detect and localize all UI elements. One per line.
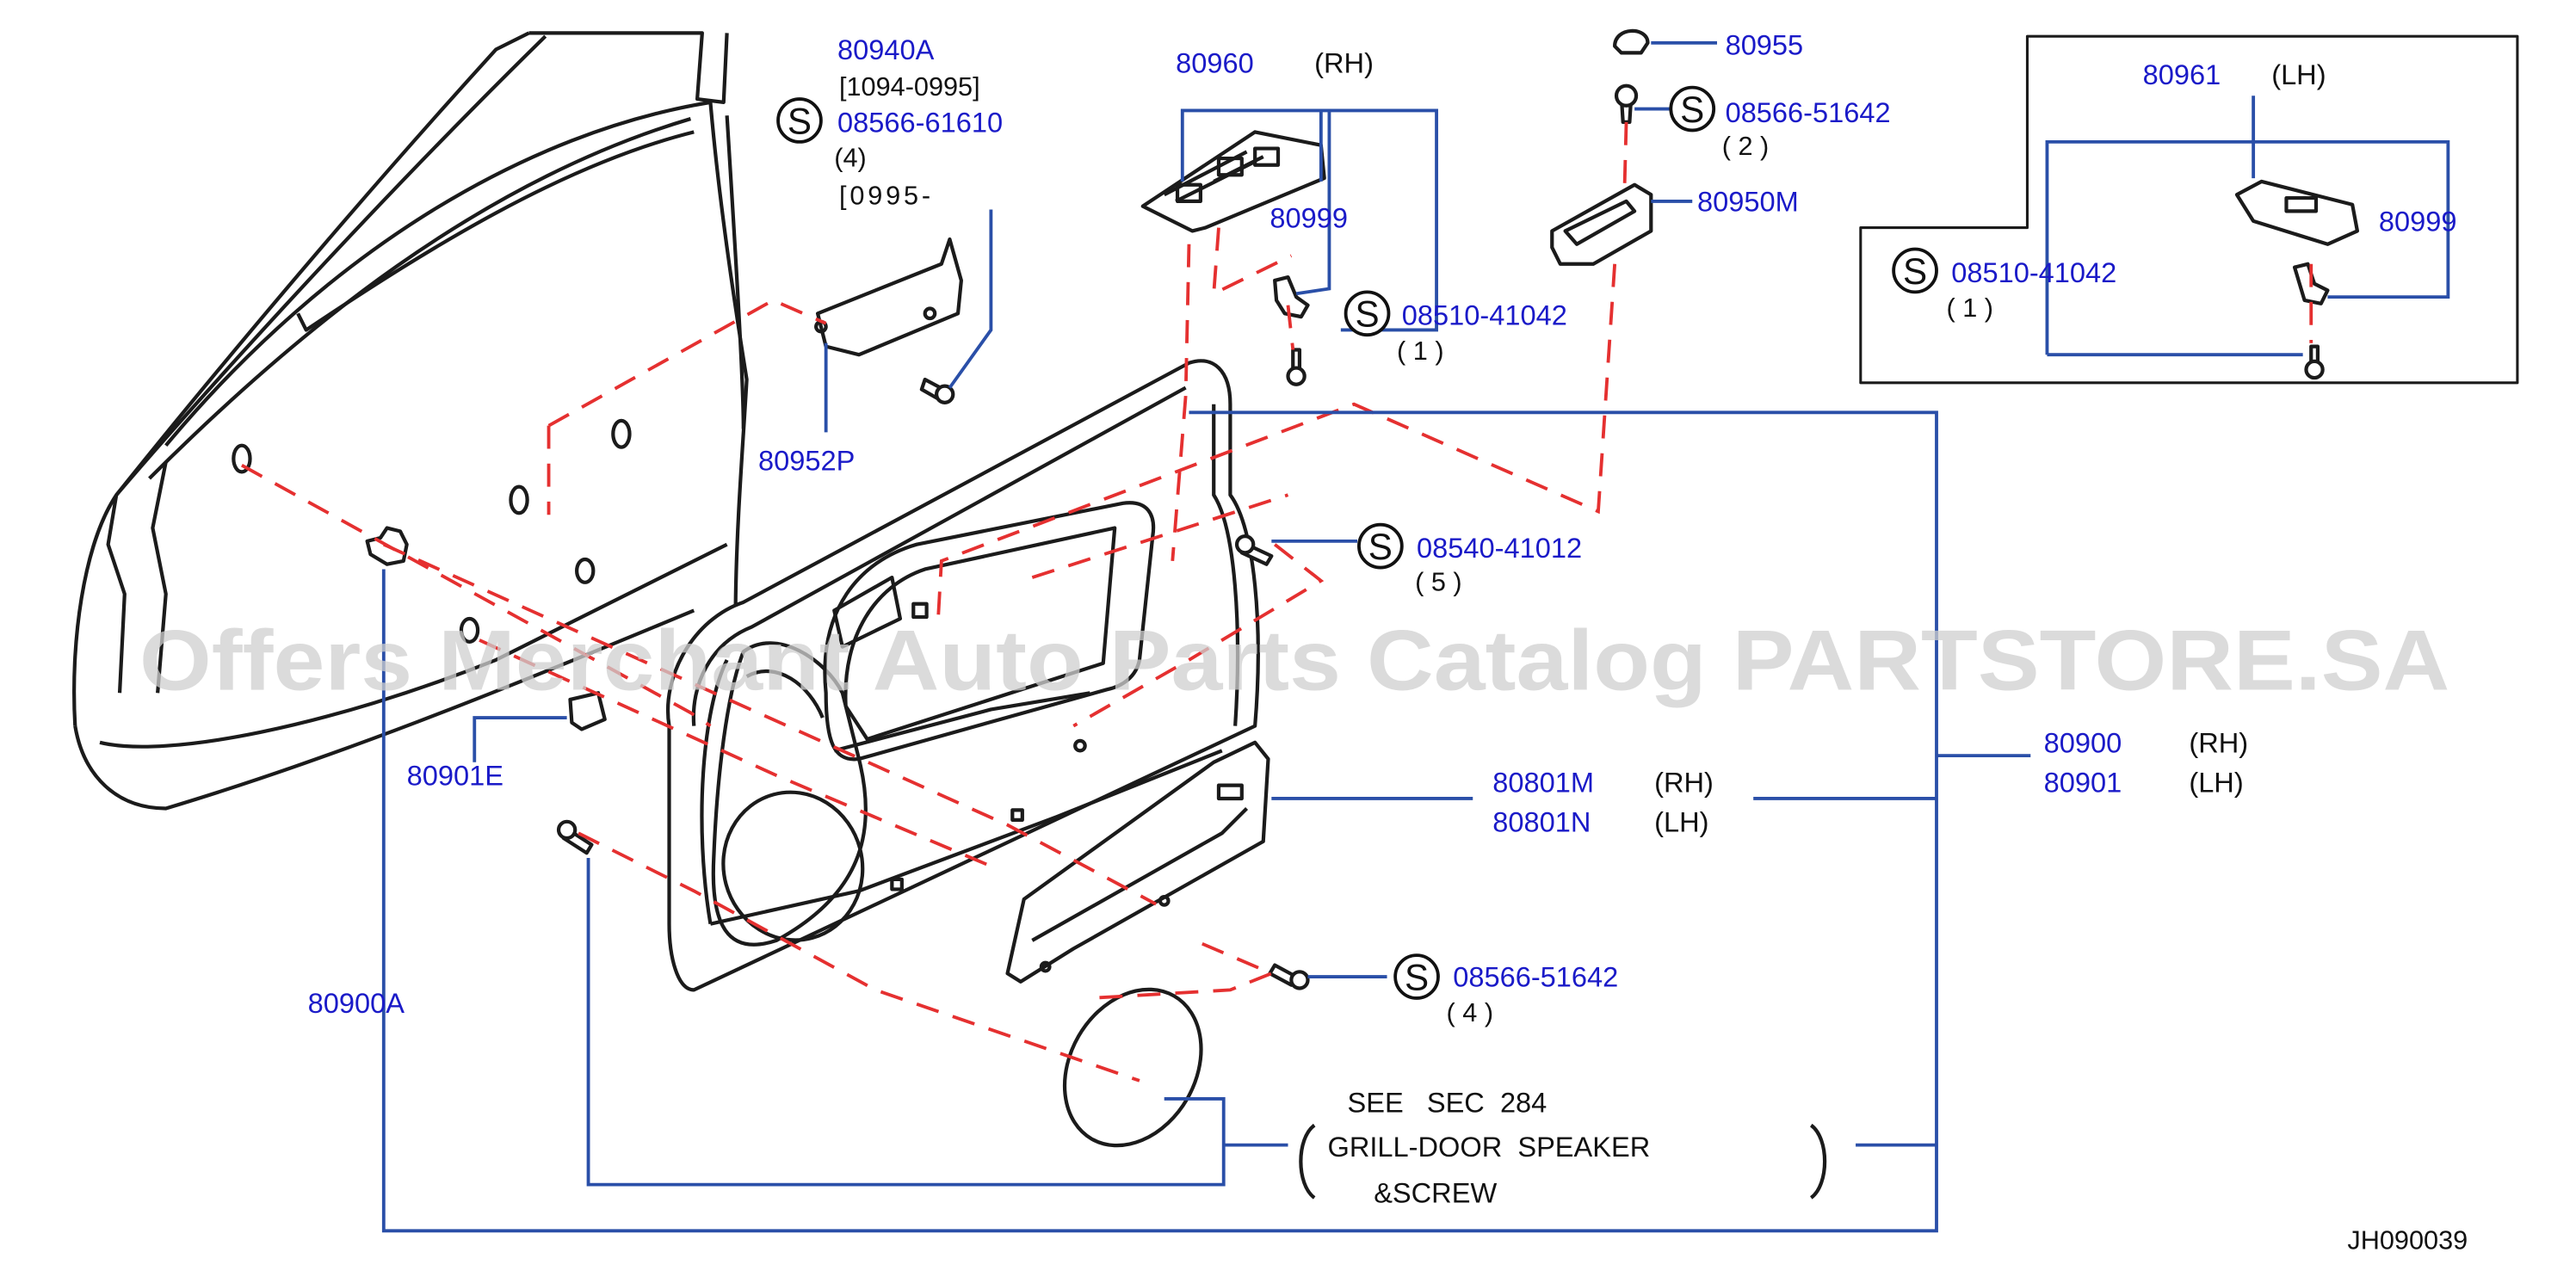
screw-icon: [1614, 83, 1639, 124]
label-80900[interactable]: 80900: [2044, 726, 2122, 758]
label-80960-side: (RH): [1314, 46, 1374, 78]
label-08540-41012-qty: ( 5 ): [1415, 567, 1462, 596]
watermark-text: Offers Merchant Auto Parts Catalog PARTS…: [139, 613, 2449, 708]
label-80940A-range: [1094-0995]: [839, 72, 980, 102]
diagram-id: JH090039: [2347, 1225, 2468, 1255]
armrest-pocket-drawing: [1005, 740, 1270, 984]
screw-icon: [2304, 344, 2325, 380]
label-08510-41042-rh-qty: ( 1 ): [1397, 336, 1444, 366]
label-80901-side: (LH): [2189, 766, 2243, 798]
label-80801N[interactable]: 80801N: [1492, 805, 1591, 837]
see-section-line1: SEE SEC 284: [1348, 1086, 1547, 1118]
label-08540-41012[interactable]: 08540-41012: [1417, 532, 1582, 564]
label-80801M[interactable]: 80801M: [1492, 766, 1594, 798]
s-symbol-08566-51642-bot: S: [1393, 953, 1440, 1000]
label-80901E[interactable]: 80901E: [407, 760, 503, 792]
screw-icon: [1286, 348, 1307, 386]
screw-icon: [1268, 963, 1310, 990]
bracket-drawing: [814, 237, 963, 357]
label-08566-61610-range: [0995-: [839, 182, 934, 211]
clip-80901e-drawing: [568, 691, 607, 731]
label-08566-51642-top[interactable]: 08566-51642: [1726, 96, 1891, 128]
screw-icon: [1234, 534, 1274, 566]
label-80999-lh[interactable]: 80999: [2379, 205, 2457, 237]
screw-icon: [556, 819, 594, 855]
screw-symbol-markers: S S S S S S: [776, 85, 1938, 1000]
label-80999-rh[interactable]: 80999: [1269, 202, 1348, 234]
label-80801N-side: (LH): [1654, 805, 1708, 837]
s-symbol-08510-41042-lh: S: [1892, 247, 1938, 294]
label-80940A[interactable]: 80940A: [837, 34, 935, 65]
label-80950M[interactable]: 80950M: [1697, 185, 1799, 217]
door-trim-panel-drawing: [666, 359, 1260, 992]
s-symbol-08566-61610: S: [776, 97, 823, 144]
screw-icons: [556, 83, 2325, 990]
s-symbol-08540-41012: S: [1357, 522, 1404, 570]
svg-text:S: S: [1680, 89, 1704, 130]
label-80961-side: (LH): [2271, 59, 2326, 90]
label-08510-41042-rh[interactable]: 08510-41042: [1402, 299, 1567, 331]
s-symbol-08566-51642-top: S: [1669, 85, 1716, 133]
label-80955[interactable]: 80955: [1726, 28, 1804, 60]
see-section-line3: &SCREW: [1374, 1177, 1497, 1209]
label-08566-61610-qty: (4): [834, 144, 866, 173]
svg-text:S: S: [1405, 957, 1429, 997]
callout-labels: 80940A [1094-0995] 08566-61610 (4) [0995…: [308, 28, 2468, 1255]
switch-bezel-drawing: [1550, 182, 1653, 266]
leader-lines: [381, 40, 2450, 1233]
label-80801M-side: (RH): [1654, 766, 1714, 798]
svg-text:S: S: [1355, 294, 1379, 335]
svg-text:S: S: [788, 101, 812, 141]
label-08566-61610[interactable]: 08566-61610: [837, 106, 1003, 138]
see-section-line2: GRILL-DOOR SPEAKER: [1328, 1131, 1651, 1163]
speaker-grille-drawing: [1062, 987, 1203, 1148]
label-08510-41042-lh[interactable]: 08510-41042: [1951, 256, 2116, 288]
svg-text:S: S: [1903, 251, 1927, 292]
svg-text:S: S: [1368, 527, 1393, 567]
label-80952P[interactable]: 80952P: [758, 444, 855, 476]
label-80900-side: (RH): [2189, 726, 2248, 758]
label-80900A[interactable]: 80900A: [308, 987, 405, 1019]
clip-rh-drawing: [1273, 275, 1310, 319]
s-symbol-08510-41042-rh: S: [1344, 290, 1391, 337]
screw-icon: [919, 377, 955, 404]
label-08510-41042-lh-qty: ( 1 ): [1947, 293, 1994, 323]
door-shell-drawing: [72, 31, 749, 811]
label-08566-51642-top-qty: ( 2 ): [1722, 132, 1770, 161]
label-80960[interactable]: 80960: [1176, 46, 1254, 78]
label-08566-51642-bot[interactable]: 08566-51642: [1453, 961, 1618, 993]
cap-drawing: [1613, 28, 1650, 55]
power-window-switch-rh-drawing: [1140, 130, 1326, 233]
label-80901[interactable]: 80901: [2044, 766, 2122, 798]
label-08566-51642-bot-qty: ( 4 ): [1447, 998, 1494, 1027]
assembly-guide-lines: [240, 121, 2313, 1083]
label-80961[interactable]: 80961: [2143, 59, 2221, 90]
